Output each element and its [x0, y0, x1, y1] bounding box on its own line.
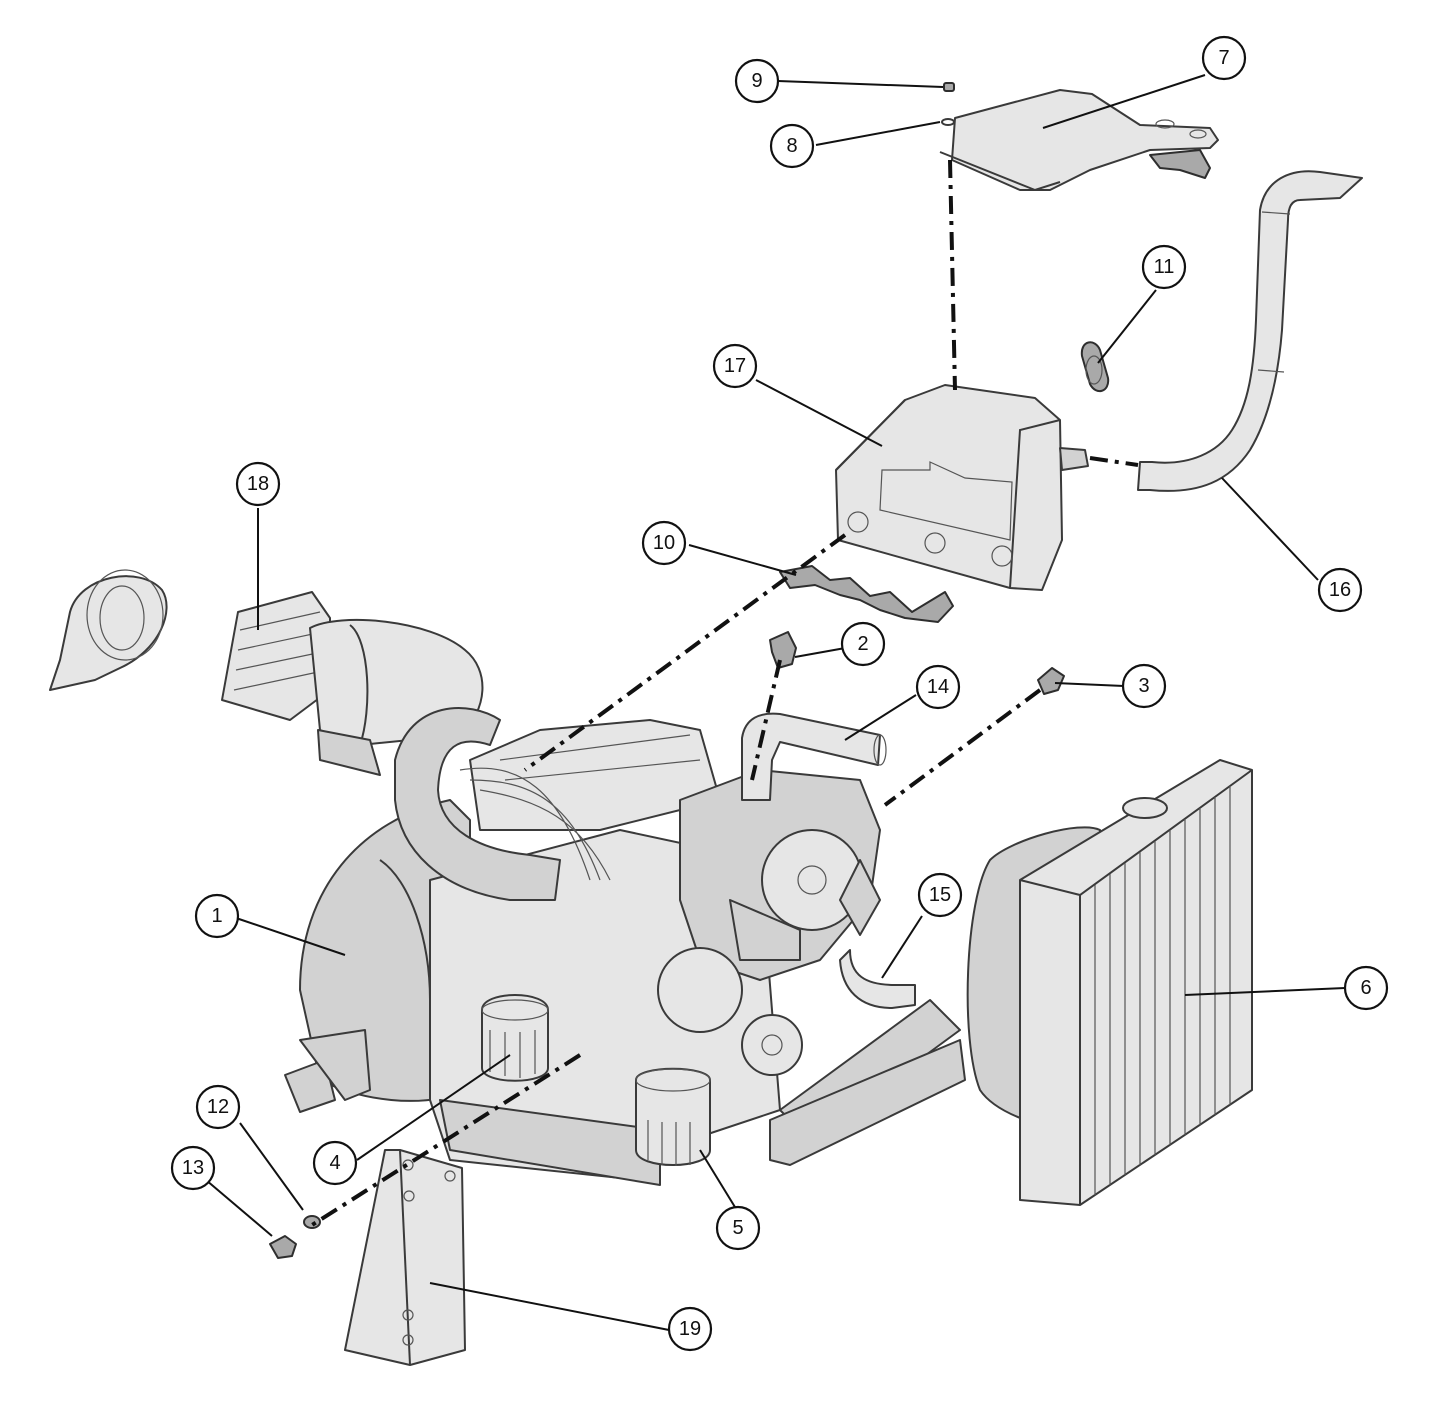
callout-7-label: 7 [1218, 47, 1229, 69]
callout-16-label: 16 [1329, 579, 1351, 601]
bolt-part [269, 1235, 297, 1259]
gasket-part [779, 565, 954, 623]
assembly-lines [310, 159, 1139, 1227]
mount-bracket-part [344, 1149, 466, 1366]
switch-part [1037, 667, 1065, 695]
callout-8-label: 8 [786, 135, 797, 157]
callouts: 1 2 3 4 5 6 7 8 [170, 35, 1389, 1352]
callout-12: 12 [195, 1084, 241, 1130]
callout-13: 13 [170, 1145, 216, 1191]
callout-1-label: 1 [211, 905, 222, 927]
callout-6-label: 6 [1360, 977, 1371, 999]
engine-block-part [284, 707, 966, 1186]
callout-14: 14 [915, 664, 961, 710]
sensor-part [769, 631, 797, 669]
callout-4: 4 [312, 1140, 358, 1186]
top-bracket-part [939, 89, 1219, 192]
callout-17: 17 [712, 343, 758, 389]
callout-15: 15 [917, 872, 963, 918]
washer-part [941, 118, 955, 126]
callout-9-label: 9 [751, 70, 762, 92]
lock-washer-part [303, 1215, 321, 1229]
callout-5-label: 5 [732, 1217, 743, 1239]
callout-3-label: 3 [1138, 675, 1149, 697]
callout-10: 10 [641, 520, 687, 566]
callout-18: 18 [235, 461, 281, 507]
callout-3: 3 [1121, 663, 1167, 709]
callout-2-label: 2 [857, 633, 868, 655]
exhaust-pipe-part [1137, 170, 1363, 492]
callout-19: 19 [667, 1306, 713, 1352]
intake-cap-part [49, 569, 168, 691]
callout-5: 5 [715, 1205, 761, 1251]
callout-6: 6 [1343, 965, 1389, 1011]
callout-19-label: 19 [679, 1318, 701, 1340]
callout-18-label: 18 [247, 473, 269, 495]
muffler-part [835, 384, 1089, 591]
screw-part [943, 82, 955, 92]
callout-16: 16 [1317, 567, 1363, 613]
callout-2: 2 [840, 621, 886, 667]
callout-12-label: 12 [207, 1096, 229, 1118]
callout-13-label: 13 [182, 1157, 204, 1179]
callout-17-label: 17 [724, 355, 746, 377]
callout-11: 11 [1141, 244, 1187, 290]
callout-10-label: 10 [653, 532, 675, 554]
clamp-part [1080, 341, 1110, 393]
callout-11-label: 11 [1154, 256, 1175, 278]
callout-15-label: 15 [929, 884, 951, 906]
callout-8: 8 [769, 123, 815, 169]
callout-14-label: 14 [927, 676, 949, 698]
callout-9: 9 [734, 58, 780, 104]
callout-1: 1 [194, 893, 240, 939]
callout-4-label: 4 [329, 1152, 340, 1174]
callout-7: 7 [1201, 35, 1247, 81]
radiator-part [966, 759, 1253, 1206]
